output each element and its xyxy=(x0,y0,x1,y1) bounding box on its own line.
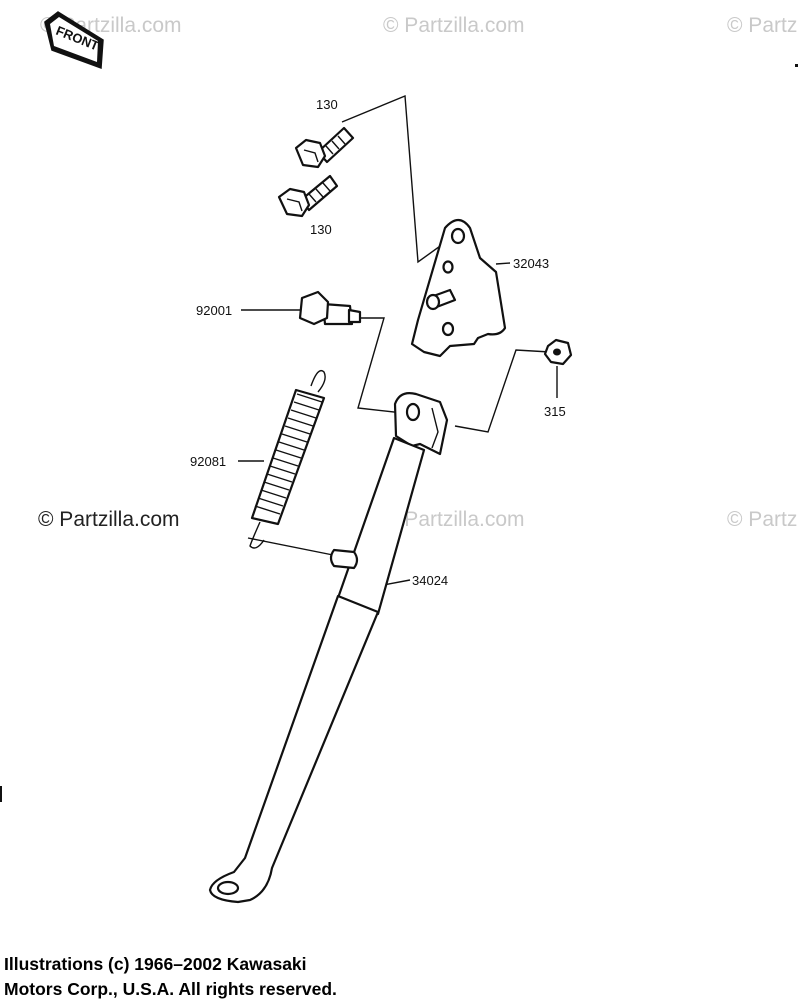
bolt-130-bottom xyxy=(277,174,339,218)
label-spring: 92081 xyxy=(190,454,226,469)
label-bolt-bottom: 130 xyxy=(310,222,332,237)
nut-315 xyxy=(543,338,573,366)
label-bolt-top: 130 xyxy=(316,97,338,112)
copyright-notice: Illustrations (c) 1966–2002 Kawasaki Mot… xyxy=(4,952,337,1002)
edge-mark xyxy=(795,64,798,67)
bracket-32043 xyxy=(410,218,507,358)
label-bracket: 32043 xyxy=(513,256,549,271)
watermark-top-right: © Partz xyxy=(727,14,797,37)
bolt-130-top xyxy=(294,126,355,169)
label-pivot-bolt: 92001 xyxy=(196,303,232,318)
label-nut: 315 xyxy=(544,404,566,419)
watermark-middle-left: © Partzilla.com xyxy=(38,508,180,531)
watermark-middle-center: © Partzilla.com xyxy=(383,508,525,531)
leader-lines xyxy=(238,94,558,587)
side-stand-34024 xyxy=(208,392,449,904)
label-side-stand: 34024 xyxy=(412,573,448,588)
copyright-line-1: Illustrations (c) 1966–2002 Kawasaki xyxy=(4,954,307,974)
watermark-middle-right: © Partz xyxy=(727,508,797,531)
spring-92081 xyxy=(249,369,326,549)
pivot-bolt-92001 xyxy=(298,290,362,326)
edge-mark xyxy=(0,786,2,802)
copyright-line-2: Motors Corp., U.S.A. All rights reserved… xyxy=(4,979,337,999)
watermark-top-center: © Partzilla.com xyxy=(383,14,525,37)
